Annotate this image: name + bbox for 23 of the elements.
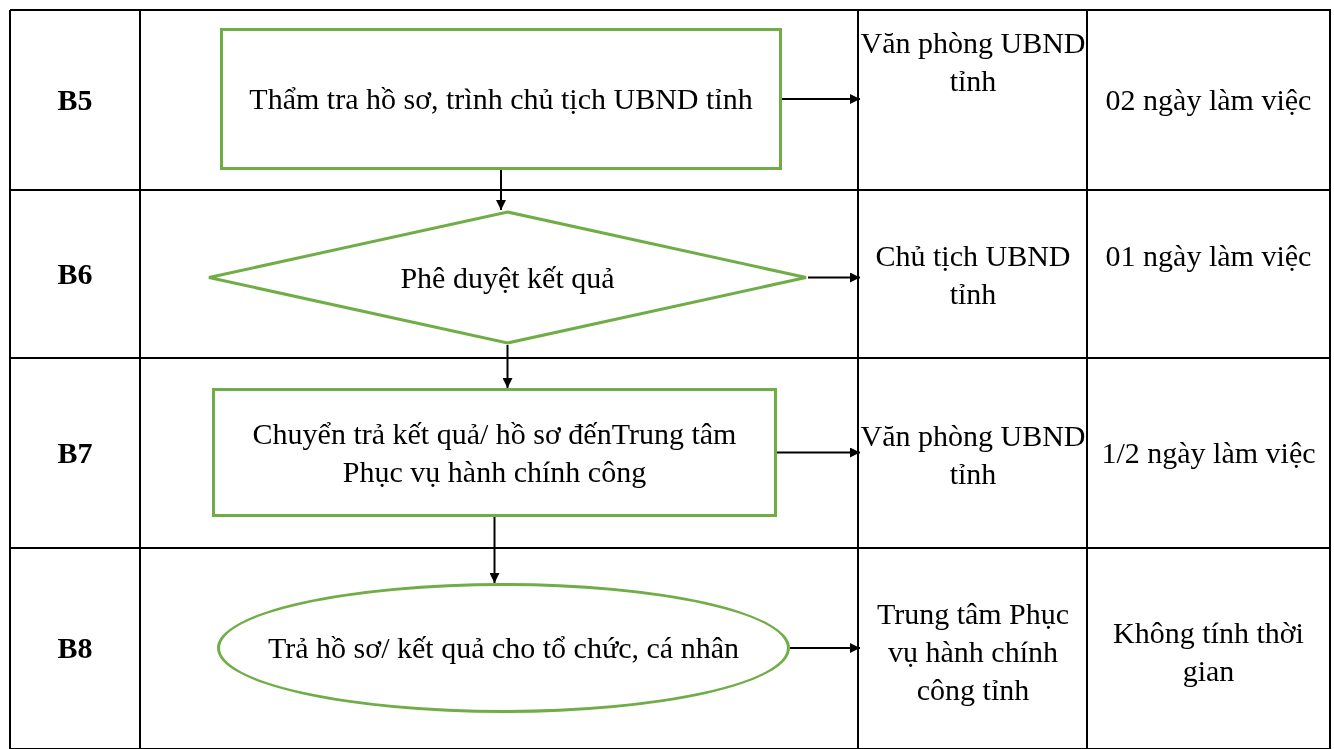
step-code: B6 <box>57 256 93 292</box>
arrow <box>489 516 500 584</box>
terminal-ellipse: Trả hồ sơ/ kết quả cho tổ chức, cá nhân <box>217 583 790 713</box>
decision-diamond: Phê duyệt kết quả <box>207 210 808 345</box>
arrow <box>776 447 861 458</box>
duration-text: 1/2 ngày làm việc <box>1101 435 1316 471</box>
process-box: Thẩm tra hồ sơ, trình chủ tịch UBND tỉnh <box>220 28 782 170</box>
arrow <box>496 169 506 211</box>
arrow <box>781 94 861 104</box>
arrow <box>789 643 861 653</box>
arrow <box>807 272 861 283</box>
responsible-party: Văn phòng UBND tỉnh <box>860 415 1086 495</box>
step-code: B7 <box>57 435 93 471</box>
responsible-party: Chủ tịch UBND tỉnh <box>860 235 1086 315</box>
responsible-party: Văn phòng UBND tỉnh <box>860 20 1086 104</box>
process-box: Chuyển trả kết quả/ hồ sơ đếnTrung tâm Phục vụ hành chính công <box>212 388 777 517</box>
duration-text: Không tính thời gian <box>1112 615 1305 689</box>
duration-text: 02 ngày làm việc <box>1105 82 1312 118</box>
step-code: B5 <box>57 82 93 118</box>
responsible-party: Trung tâm Phục vụ hành chính công tỉnh <box>860 573 1086 731</box>
arrow <box>502 344 513 389</box>
duration-text: 01 ngày làm việc <box>1105 238 1312 274</box>
step-code: B8 <box>57 630 93 666</box>
